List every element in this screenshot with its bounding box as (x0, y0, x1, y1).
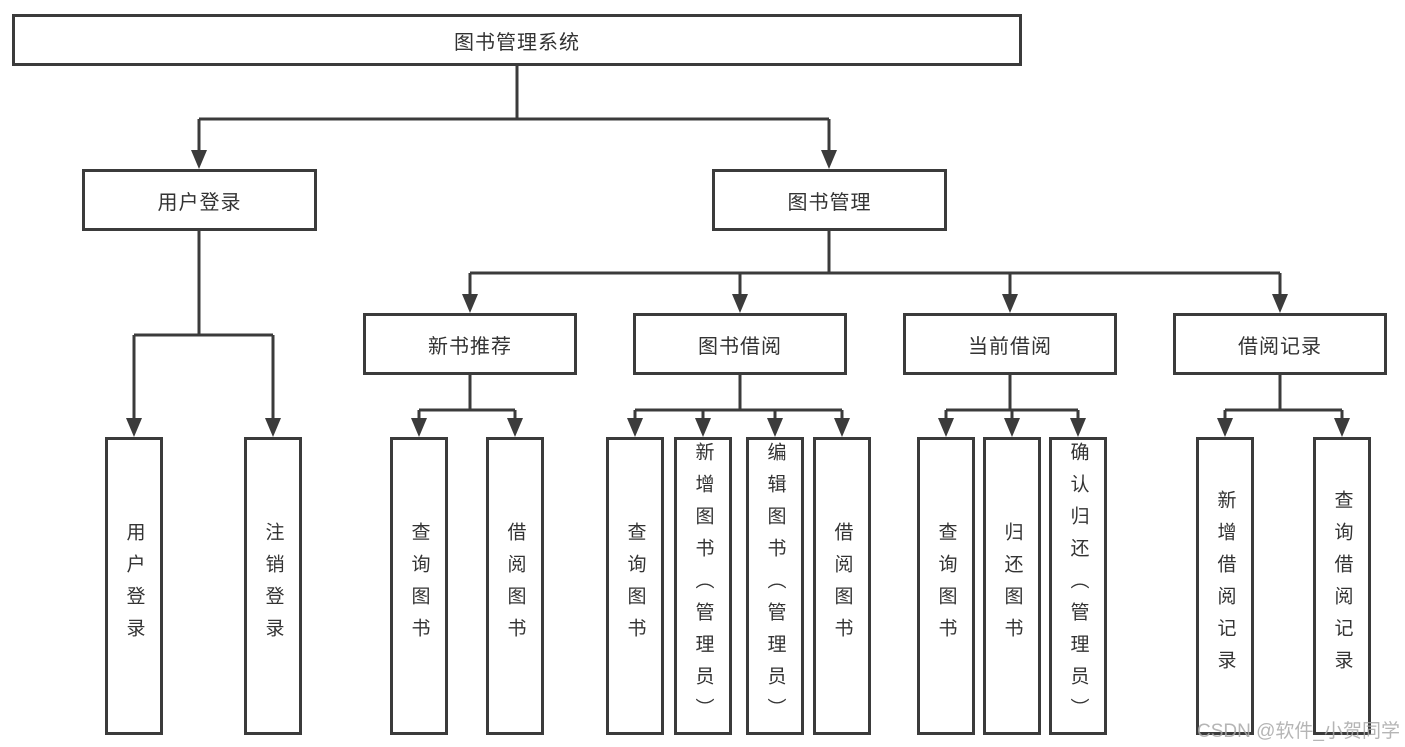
node-current-borrowing-label: 当前借阅 (968, 335, 1052, 358)
csdn-watermark: CSDN @软件_小贺同学 (1197, 721, 1400, 742)
leaf-add-borrow-record-label: 新增借阅记录 (1214, 490, 1236, 682)
leaf-query-books-borrow-label: 查询图书 (624, 522, 646, 650)
node-root-system: 图书管理系统 (12, 14, 1022, 66)
leaf-return-books: 归还图书 (983, 437, 1041, 735)
leaf-confirm-return-admin-label: 确认归还（管理员） (1067, 442, 1089, 730)
node-user-login-label: 用户登录 (157, 191, 242, 214)
leaf-borrow-books-label: 借阅图书 (831, 522, 853, 650)
node-new-book-recommend-label: 新书推荐 (428, 335, 512, 358)
leaf-user-login: 用户登录 (105, 437, 163, 735)
node-book-borrowing: 图书借阅 (633, 313, 847, 375)
node-borrowing-records: 借阅记录 (1173, 313, 1387, 375)
leaf-add-borrow-record: 新增借阅记录 (1196, 437, 1254, 735)
node-book-management: 图书管理 (712, 169, 947, 231)
leaf-query-borrow-record: 查询借阅记录 (1313, 437, 1371, 735)
leaf-logout: 注销登录 (244, 437, 302, 735)
node-book-borrowing-label: 图书借阅 (698, 335, 782, 358)
leaf-borrow-books-recommend: 借阅图书 (486, 437, 544, 735)
node-current-borrowing: 当前借阅 (903, 313, 1117, 375)
leaf-query-books-recommend: 查询图书 (390, 437, 448, 735)
leaf-query-books-current-label: 查询图书 (935, 522, 957, 650)
leaf-add-books-admin: 新增图书（管理员） (674, 437, 732, 735)
leaf-edit-books-admin-label: 编辑图书（管理员） (764, 442, 786, 730)
leaf-confirm-return-admin: 确认归还（管理员） (1049, 437, 1107, 735)
leaf-logout-label: 注销登录 (262, 522, 284, 650)
node-book-management-label: 图书管理 (787, 191, 872, 214)
leaf-query-books-borrow: 查询图书 (606, 437, 664, 735)
node-borrowing-records-label: 借阅记录 (1238, 335, 1322, 358)
leaf-edit-books-admin: 编辑图书（管理员） (746, 437, 804, 735)
node-new-book-recommend: 新书推荐 (363, 313, 577, 375)
leaf-query-borrow-record-label: 查询借阅记录 (1331, 490, 1353, 682)
leaf-user-login-label: 用户登录 (123, 522, 145, 650)
leaf-query-books-current: 查询图书 (917, 437, 975, 735)
node-root-label: 图书管理系统 (454, 31, 580, 54)
connector-paths (132, 64, 1344, 424)
leaf-add-books-admin-label: 新增图书（管理员） (692, 442, 714, 730)
leaf-return-books-label: 归还图书 (1001, 522, 1023, 650)
leaf-borrow-books-recommend-label: 借阅图书 (504, 522, 526, 650)
node-user-login: 用户登录 (82, 169, 317, 231)
leaf-query-books-recommend-label: 查询图书 (408, 522, 430, 650)
leaf-borrow-books: 借阅图书 (813, 437, 871, 735)
